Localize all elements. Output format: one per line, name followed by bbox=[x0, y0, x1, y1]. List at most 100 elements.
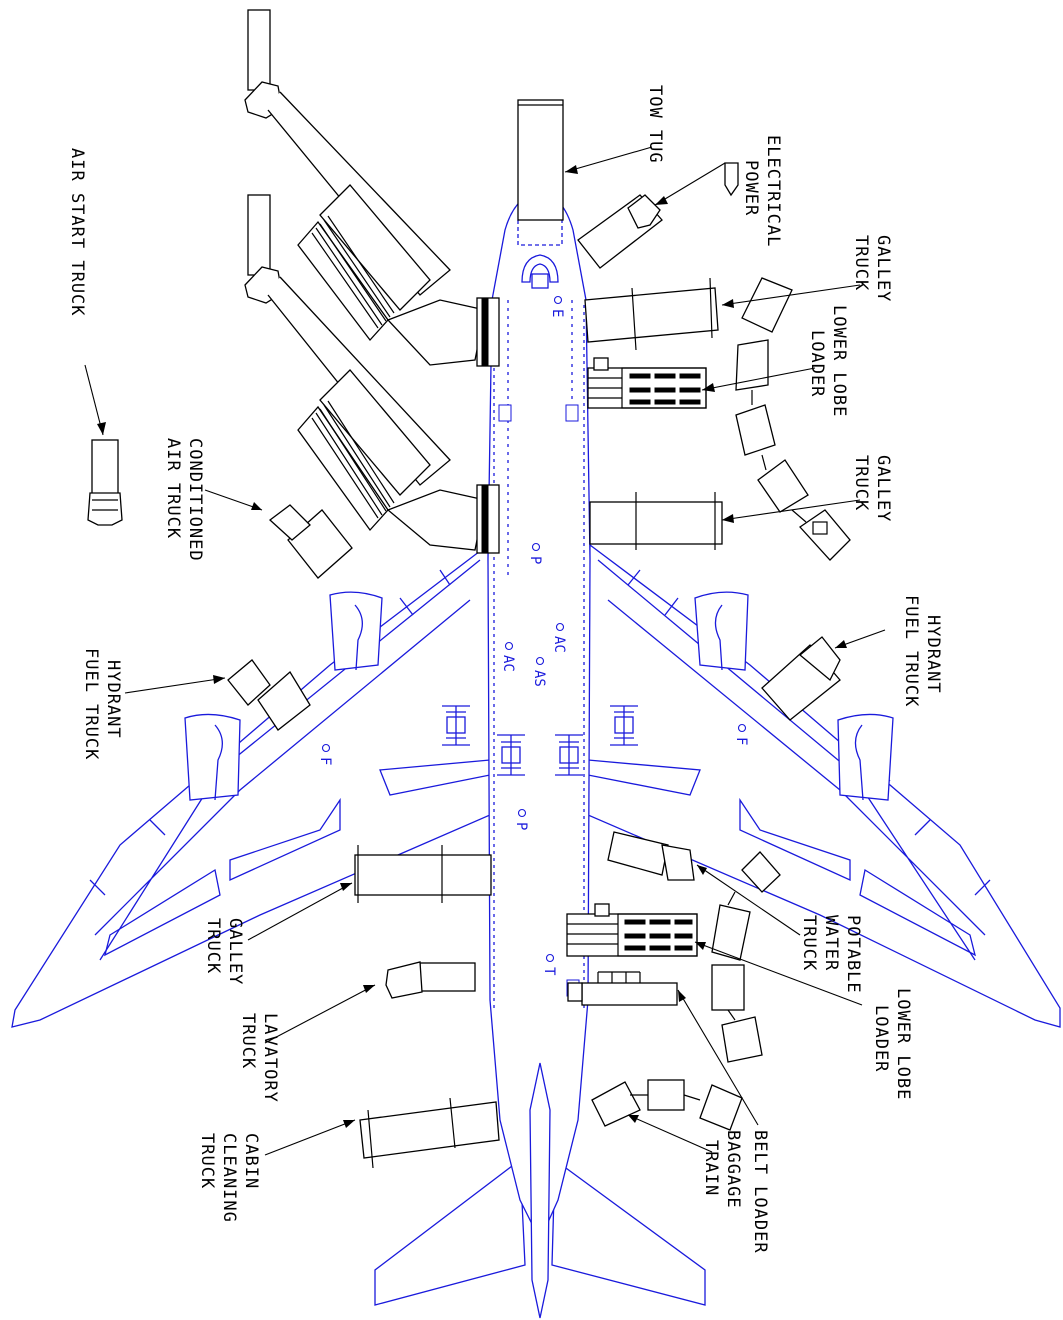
conditioned-air-truck bbox=[268, 504, 353, 579]
svg-text:LOADER: LOADER bbox=[871, 1005, 891, 1072]
cabin-cleaning-truck bbox=[359, 1097, 500, 1169]
aircraft bbox=[11, 191, 1061, 1319]
service-point-p-aft: P bbox=[513, 808, 529, 830]
galley-truck-aft bbox=[354, 845, 492, 903]
svg-text:FUEL TRUCK: FUEL TRUCK bbox=[901, 595, 921, 707]
service-point-f-left: F bbox=[317, 743, 333, 765]
baggage-carts-aft bbox=[711, 851, 781, 1063]
service-point-p-fwd: P bbox=[527, 542, 543, 564]
vertical-fin bbox=[529, 1062, 551, 1319]
right-stabilizer bbox=[551, 1158, 706, 1306]
lower-lobe-loader-aft bbox=[566, 903, 698, 957]
left-stabilizer bbox=[374, 1158, 526, 1306]
svg-text:HYDRANT: HYDRANT bbox=[103, 660, 123, 739]
baggage-train bbox=[591, 1079, 743, 1131]
svg-text:POTABLE: POTABLE bbox=[843, 915, 863, 994]
svg-text:WATER: WATER bbox=[821, 915, 841, 971]
label-galley-truck-aft: GALLEY TRUCK bbox=[203, 918, 245, 985]
label-belt-loader: BELT LOADER bbox=[750, 1130, 770, 1254]
lower-lobe-loader-fwd bbox=[587, 357, 707, 409]
electrical-power-cart bbox=[577, 162, 739, 269]
label-lower-lobe-loader-aft: LOWER LOBE LOADER bbox=[871, 988, 913, 1100]
svg-text:AC: AC bbox=[500, 655, 516, 672]
passenger-bridge-aft bbox=[244, 194, 500, 554]
svg-text:TRUCK: TRUCK bbox=[799, 915, 819, 971]
svg-text:BAGGAGE: BAGGAGE bbox=[723, 1130, 743, 1209]
label-cabin-cleaning-truck: CABIN CLEANING TRUCK bbox=[197, 1133, 261, 1223]
galley-truck-mid bbox=[589, 492, 723, 550]
door-1r bbox=[565, 404, 579, 422]
baggage-carts-fwd bbox=[735, 339, 851, 561]
svg-text:TRUCK: TRUCK bbox=[238, 1013, 258, 1069]
svg-text:AIR START TRUCK: AIR START TRUCK bbox=[67, 148, 87, 317]
service-point-ac-left: AC bbox=[500, 641, 516, 672]
label-baggage-train: BAGGAGE TRAIN bbox=[701, 1130, 743, 1209]
hydrant-fuel-truck-right bbox=[761, 636, 841, 721]
left-wing-spar bbox=[94, 559, 481, 961]
svg-text:TRUCK: TRUCK bbox=[203, 918, 223, 974]
svg-text:CONDITIONED: CONDITIONED bbox=[185, 438, 205, 562]
right-inner-engine bbox=[694, 591, 749, 671]
svg-text:FUEL TRUCK: FUEL TRUCK bbox=[81, 648, 101, 760]
svg-text:POWER: POWER bbox=[741, 160, 761, 216]
label-conditioned-air-truck: CONDITIONED AIR TRUCK bbox=[163, 438, 205, 562]
svg-text:LOWER LOBE: LOWER LOBE bbox=[893, 988, 913, 1100]
svg-text:AC: AC bbox=[551, 636, 567, 653]
lavatory-truck bbox=[385, 961, 476, 999]
tow-tug bbox=[517, 99, 564, 221]
potable-water-truck bbox=[607, 831, 695, 881]
svg-text:TRUCK: TRUCK bbox=[851, 235, 871, 291]
svg-text:CABIN: CABIN bbox=[241, 1133, 261, 1189]
svg-text:GALLEY: GALLEY bbox=[873, 235, 893, 302]
svg-text:P: P bbox=[513, 822, 529, 830]
label-lower-lobe-loader-fwd: LOWER LOBE LOADER bbox=[807, 305, 849, 417]
svg-text:LOWER LOBE: LOWER LOBE bbox=[829, 305, 849, 417]
nose-gear bbox=[521, 254, 559, 289]
svg-text:TRUCK: TRUCK bbox=[197, 1133, 217, 1189]
label-electrical-power: ELECTRICAL POWER bbox=[741, 135, 783, 247]
hydrant-fuel-truck-left bbox=[227, 659, 311, 731]
belt-loader bbox=[567, 971, 678, 1006]
service-points: E P AC AC AS F F P bbox=[317, 295, 749, 976]
svg-text:F: F bbox=[733, 737, 749, 745]
svg-text:AIR TRUCK: AIR TRUCK bbox=[163, 438, 183, 539]
svg-text:TRUCK: TRUCK bbox=[851, 455, 871, 511]
svg-text:ELECTRICAL: ELECTRICAL bbox=[763, 135, 783, 247]
svg-text:E: E bbox=[549, 309, 565, 317]
svg-text:HYDRANT: HYDRANT bbox=[923, 615, 943, 694]
service-point-e: E bbox=[549, 295, 565, 317]
svg-text:BELT LOADER: BELT LOADER bbox=[750, 1130, 770, 1254]
label-potable-water-truck: POTABLE WATER TRUCK bbox=[799, 915, 863, 994]
svg-text:LAVATORY: LAVATORY bbox=[260, 1013, 280, 1103]
label-galley-truck-mid: GALLEY TRUCK bbox=[851, 455, 893, 522]
svg-text:T: T bbox=[541, 967, 557, 976]
main-landing-gear bbox=[442, 705, 638, 776]
door-1l bbox=[498, 404, 512, 422]
label-tow-tug: TOW TUG bbox=[645, 85, 665, 164]
left-outer-engine bbox=[184, 713, 241, 801]
label-hydrant-fuel-truck-left: HYDRANT FUEL TRUCK bbox=[81, 648, 123, 760]
air-start-truck bbox=[87, 439, 123, 526]
right-outer-engine bbox=[837, 713, 894, 801]
svg-text:P: P bbox=[527, 556, 543, 564]
label-galley-truck-fwd: GALLEY TRUCK bbox=[851, 235, 893, 302]
svg-text:GALLEY: GALLEY bbox=[873, 455, 893, 522]
service-point-f-right: F bbox=[733, 723, 749, 745]
label-air-start-truck: AIR START TRUCK bbox=[67, 148, 87, 317]
svg-text:GALLEY: GALLEY bbox=[225, 918, 245, 985]
svg-text:F: F bbox=[317, 757, 333, 765]
svg-text:LOADER: LOADER bbox=[807, 330, 827, 397]
svg-text:CLEANING: CLEANING bbox=[219, 1133, 239, 1223]
service-point-t: T bbox=[541, 953, 557, 976]
svg-text:TRAIN: TRAIN bbox=[701, 1140, 721, 1196]
service-point-as: AS bbox=[531, 656, 547, 687]
leader-lines bbox=[84, 146, 886, 1156]
svg-text:AS: AS bbox=[531, 670, 547, 687]
passenger-bridge-fwd bbox=[244, 9, 500, 367]
galley-truck-fwd bbox=[584, 277, 793, 351]
label-hydrant-fuel-truck-right: HYDRANT FUEL TRUCK bbox=[901, 595, 943, 707]
label-lavatory-truck: LAVATORY TRUCK bbox=[238, 1013, 280, 1103]
svg-text:TOW TUG: TOW TUG bbox=[645, 85, 665, 164]
service-point-ac-right: AC bbox=[551, 622, 567, 653]
